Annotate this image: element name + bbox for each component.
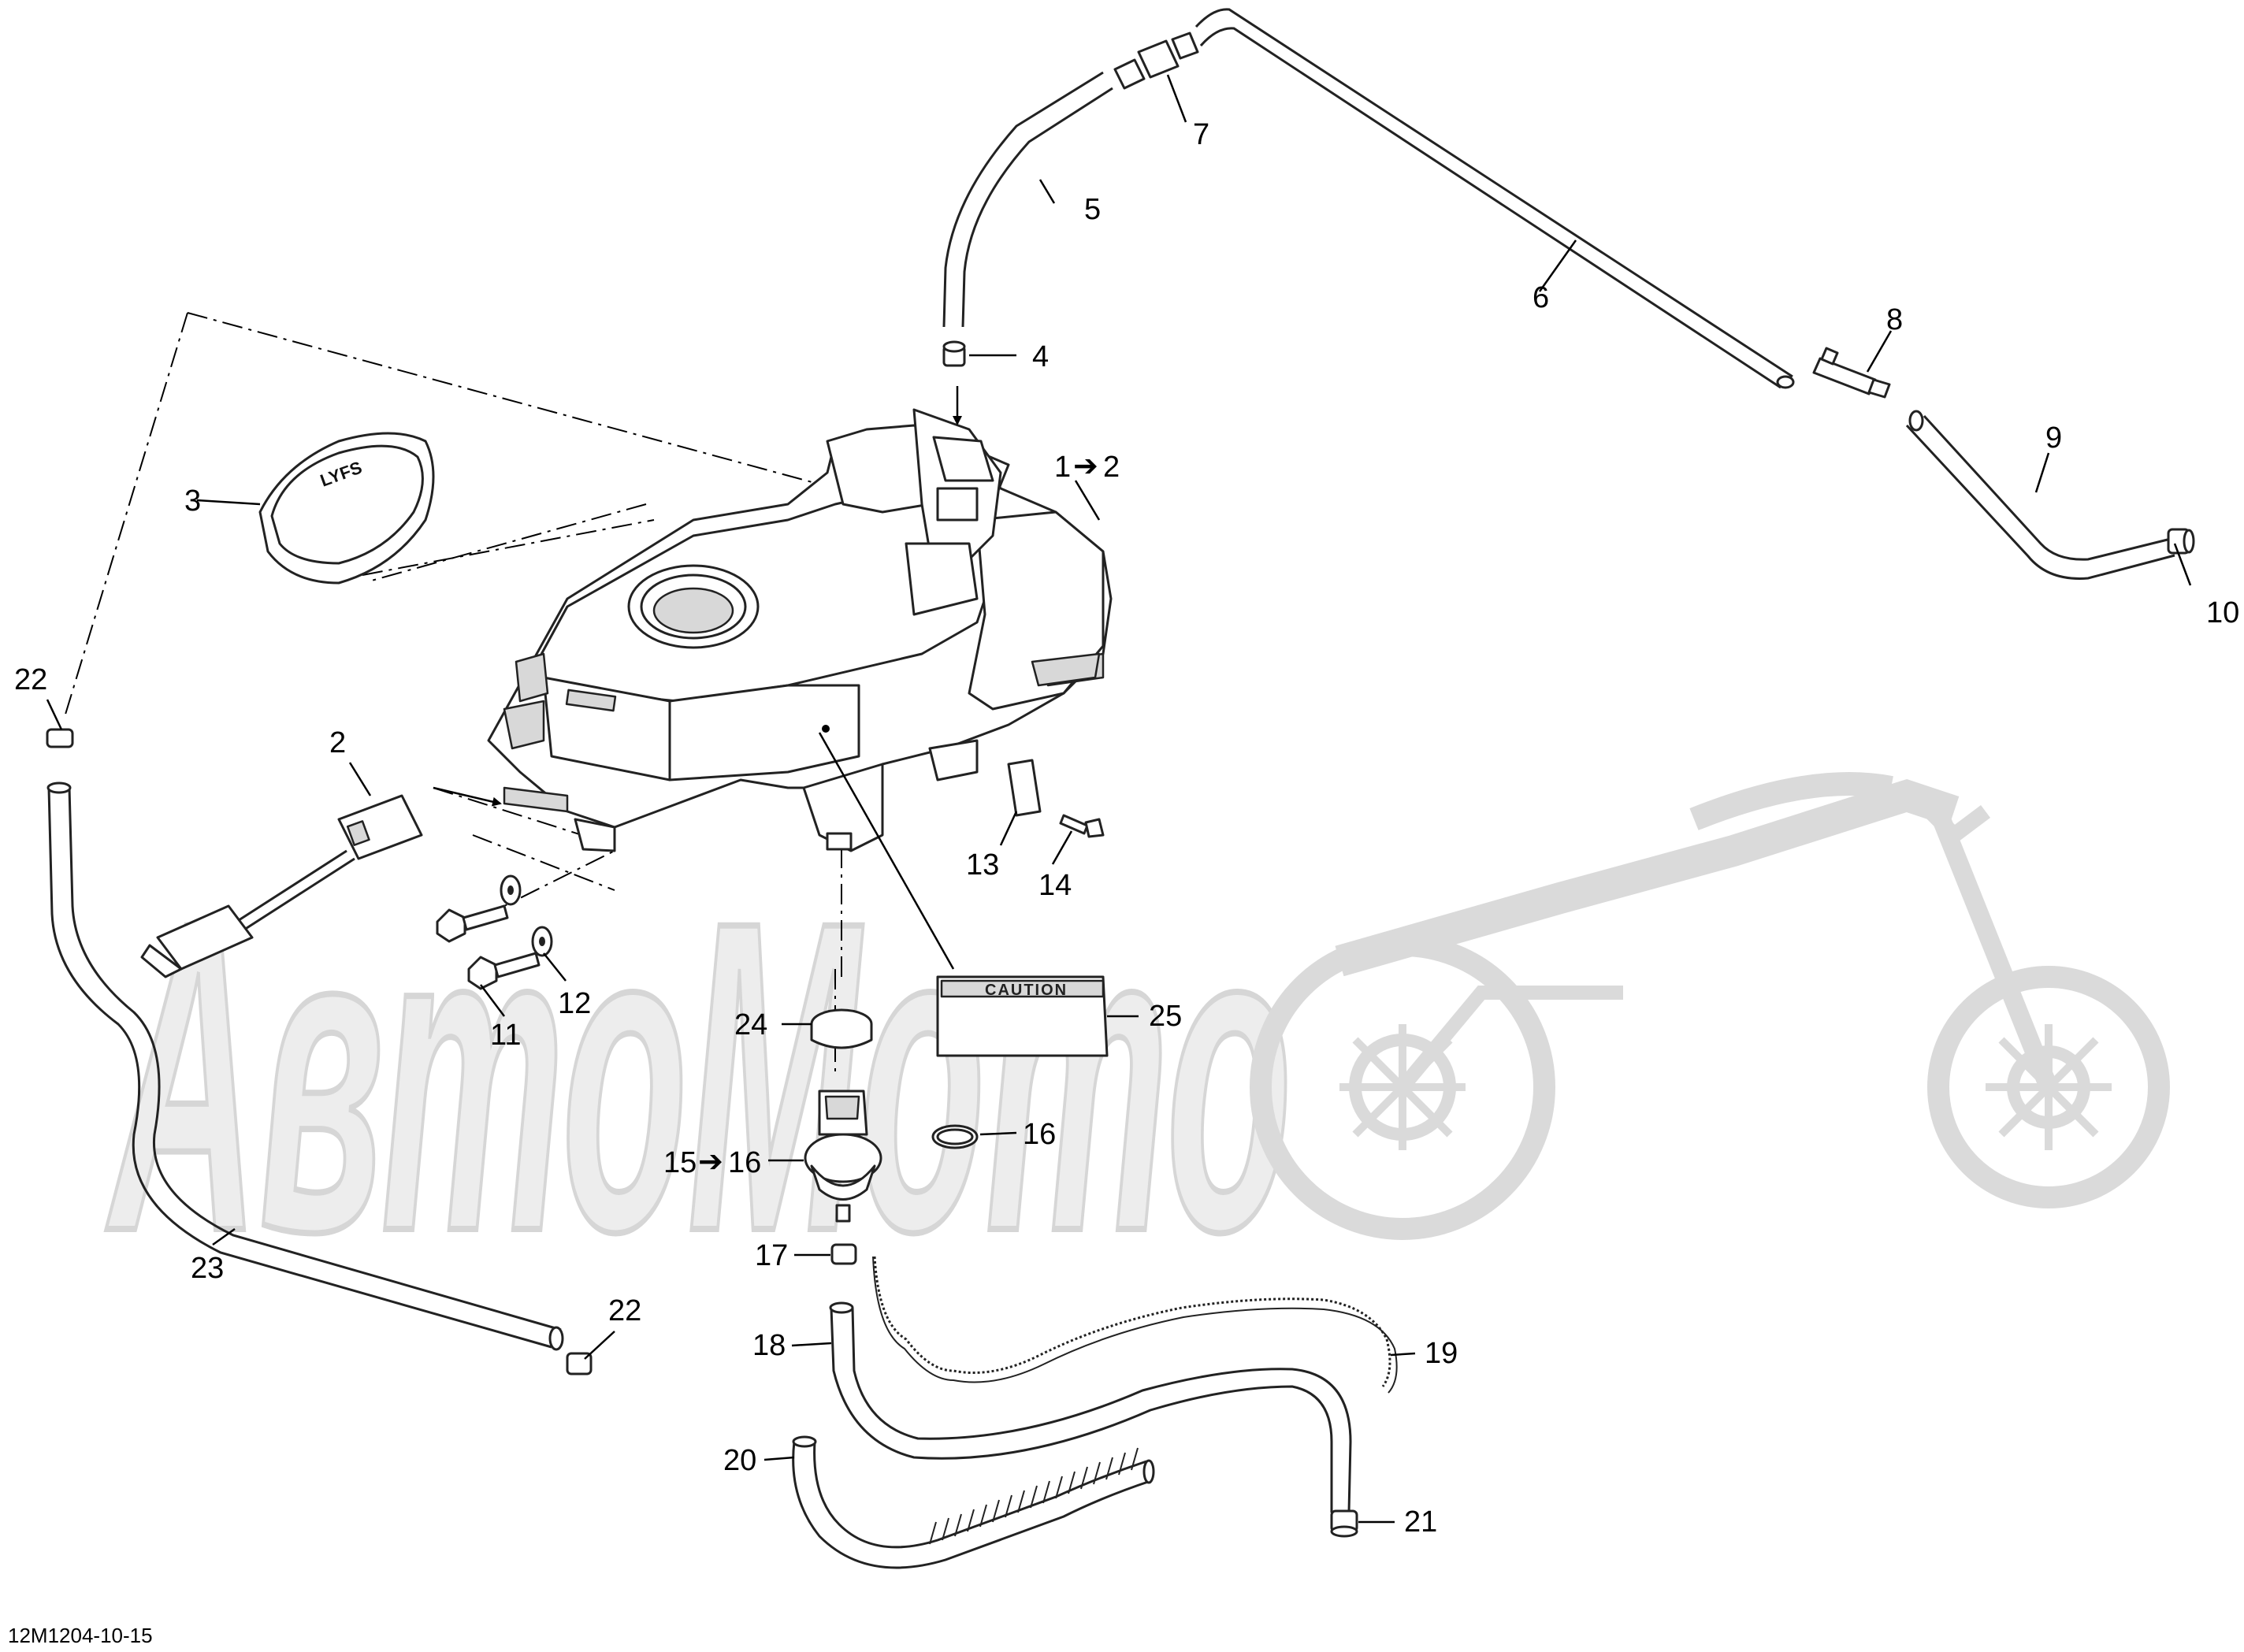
- washers-12: [500, 874, 553, 957]
- callout-14: 14: [1038, 869, 1072, 902]
- hose-5: [942, 71, 1113, 328]
- clamp-4: [942, 340, 966, 367]
- callout-17: 17: [755, 1239, 788, 1272]
- guide-lines: [64, 312, 842, 1071]
- fuel-cap-3: LYFS: [258, 432, 435, 585]
- callout-11: 11: [490, 1019, 521, 1052]
- caution-text: CAUTION: [985, 982, 1068, 999]
- callout-24: 24: [734, 1008, 767, 1041]
- callout-16: 16: [1023, 1118, 1056, 1151]
- connector-7: [1113, 32, 1199, 90]
- callout-7: 7: [1193, 118, 1209, 151]
- callout-22-bottom: 22: [608, 1294, 641, 1327]
- callout-12: 12: [558, 987, 591, 1020]
- arrow-glyph: ➔: [1073, 450, 1098, 483]
- callout-18: 18: [752, 1329, 786, 1362]
- bolts-11: [436, 904, 541, 990]
- callout-15-target: 16: [728, 1146, 761, 1179]
- callout-23: 23: [191, 1252, 224, 1285]
- callout-15: 15: [663, 1146, 697, 1179]
- clamp-24: [810, 1008, 873, 1049]
- callouts: 1 ➔ 2 2 3 4 5 6 7 8 9 10 11 12 13 14 15 …: [14, 118, 2239, 1539]
- watermark-motorcycle: [1250, 772, 2170, 1240]
- callout-3: 3: [184, 484, 201, 518]
- clamp-21: [1330, 1509, 1358, 1538]
- callout-22-top: 22: [14, 663, 47, 696]
- callout-9: 9: [2045, 421, 2062, 455]
- callout-6: 6: [1533, 281, 1549, 314]
- hose-18: [829, 1301, 1352, 1513]
- fuel-tank: [487, 408, 1113, 852]
- callout-21: 21: [1404, 1505, 1437, 1539]
- callout-13: 13: [966, 848, 999, 882]
- callout-20: 20: [723, 1444, 756, 1477]
- screw-14: [1059, 814, 1105, 838]
- leader-lines: [46, 74, 2192, 1524]
- clamp-10: [2167, 528, 2195, 555]
- clamp-17: [830, 1243, 857, 1265]
- hose-23: [46, 781, 564, 1351]
- callout-8: 8: [1886, 303, 1903, 336]
- callout-25: 25: [1149, 1000, 1182, 1033]
- spring-19: [872, 1256, 1398, 1394]
- sensor-2: [140, 794, 423, 978]
- callout-19: 19: [1425, 1337, 1458, 1370]
- clamp-22-top: [46, 728, 74, 748]
- watermark: АвтоМото: [101, 772, 2170, 1326]
- callout-1-target: 2: [1103, 451, 1120, 484]
- o-ring-16: [931, 1124, 979, 1149]
- hose-20: [792, 1435, 1155, 1569]
- caution-label-25: CAUTION: [936, 975, 1109, 1057]
- hose-9: [1905, 410, 2175, 580]
- arrow-glyph: ➔: [698, 1145, 723, 1179]
- hose-6: [1194, 8, 1795, 389]
- diagram-code: 12M1204-10-15: [8, 1624, 153, 1647]
- watermark-text: АвтоМото: [104, 830, 1292, 1323]
- callout-2: 2: [329, 726, 346, 759]
- valve-15: [804, 1090, 882, 1223]
- callout-5: 5: [1084, 193, 1101, 226]
- callout-1: 1: [1054, 451, 1071, 484]
- connector-8: [1812, 347, 1891, 399]
- callout-10: 10: [2206, 596, 2239, 629]
- callout-4: 4: [1032, 340, 1049, 373]
- pad-13: [1007, 759, 1042, 817]
